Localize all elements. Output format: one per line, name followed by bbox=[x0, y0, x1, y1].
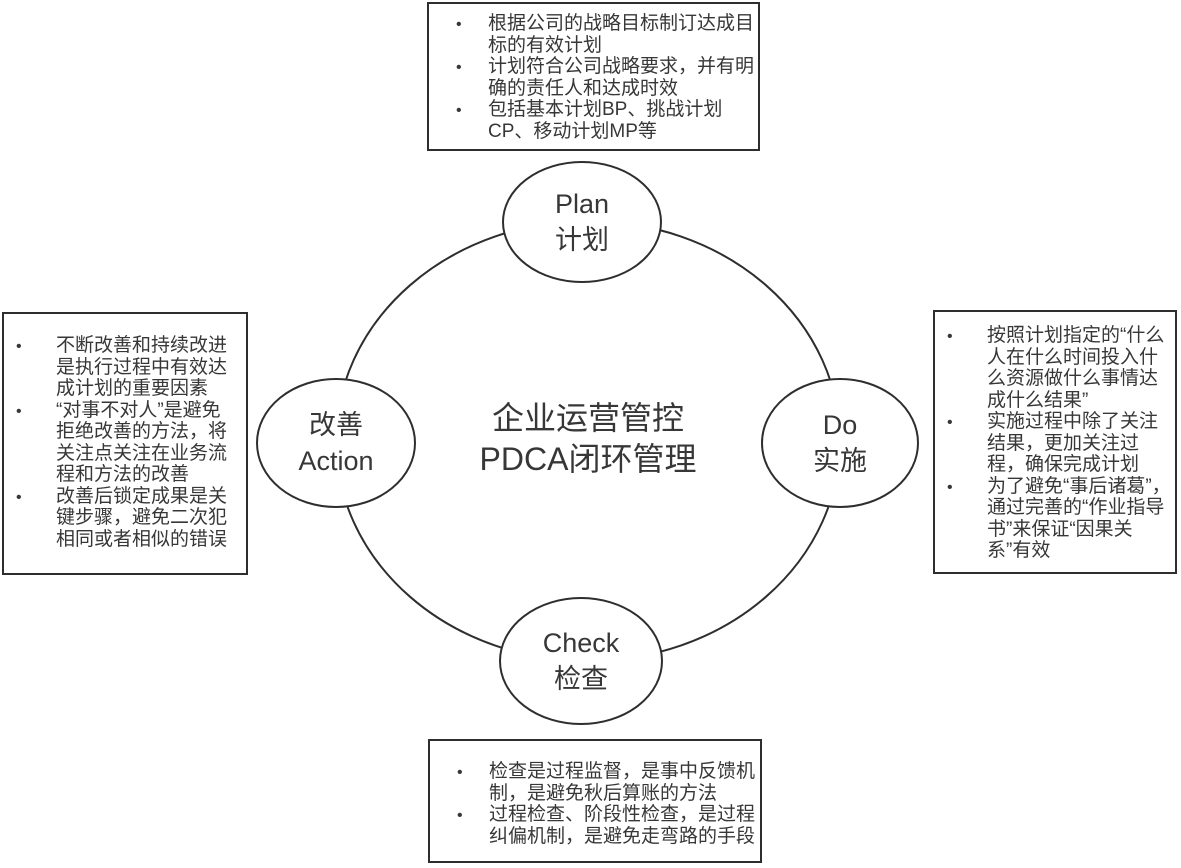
diagram-title-line2: PDCA闭环管理 bbox=[479, 441, 697, 477]
plan-en: Plan bbox=[554, 189, 610, 219]
action-note-item: 不断改善和持续改进是执行过程中有效达成计划的重要因素 bbox=[4, 335, 233, 400]
action-zh: 改善 bbox=[309, 410, 363, 440]
do-zh: 实施 bbox=[813, 446, 867, 476]
plan-zh: 计划 bbox=[555, 225, 609, 255]
action-note-item: “对事不对人”是避免拒绝改善的方法，将关注点关注在业务流程和方法的改善 bbox=[4, 400, 233, 486]
do-notes-list: 按照计划指定的“什么人在什么时间投入什么资源做什么事情达成什么结果” 实施过程中… bbox=[935, 312, 1175, 562]
check-en: Check bbox=[542, 628, 620, 658]
check-circle bbox=[499, 597, 663, 725]
action-circle bbox=[256, 378, 416, 508]
node-action-label: 改善 Action bbox=[257, 379, 415, 507]
action-notes-box: 不断改善和持续改进是执行过程中有效达成计划的重要因素 “对事不对人”是避免拒绝改… bbox=[2, 312, 248, 575]
plan-notes-list: 根据公司的战略目标制订达成目标的有效计划 计划符合公司战略要求，并有明确的责任人… bbox=[429, 4, 758, 142]
plan-circle bbox=[502, 161, 662, 283]
check-note-item: 过程检查、阶段性检查，是过程纠偏机制，是避免走弯路的手段 bbox=[430, 804, 758, 847]
plan-note-item: 计划符合公司战略要求，并有明确的责任人和达成时效 bbox=[429, 56, 756, 99]
node-check-label: Check 检查 bbox=[500, 598, 662, 724]
do-notes-box: 按照计划指定的“什么人在什么时间投入什么资源做什么事情达成什么结果” 实施过程中… bbox=[933, 310, 1177, 574]
do-note-item: 为了避免“事后诸葛”，通过完善的“作业指导书”来保证“因果关系”有效 bbox=[935, 476, 1173, 562]
action-en: Action bbox=[298, 446, 374, 476]
check-zh: 检查 bbox=[554, 664, 608, 694]
check-notes-box: 检查是过程监督，是事中反馈机制，是避免秋后算账的方法 过程检查、阶段性检查，是过… bbox=[428, 739, 762, 863]
action-note-item: 改善后锁定成果是关键步骤，避免二次犯相同或者相似的错误 bbox=[4, 486, 233, 551]
check-note-item: 检查是过程监督，是事中反馈机制，是避免秋后算账的方法 bbox=[430, 761, 758, 804]
do-note-item: 按照计划指定的“什么人在什么时间投入什么资源做什么事情达成什么结果” bbox=[935, 325, 1173, 411]
plan-note-item: 根据公司的战略目标制订达成目标的有效计划 bbox=[429, 13, 756, 56]
node-plan-label: Plan 计划 bbox=[503, 162, 661, 282]
do-circle bbox=[761, 378, 919, 508]
do-note-item: 实施过程中除了关注结果，更加关注过程，确保完成计划 bbox=[935, 411, 1173, 476]
node-do-label: Do 实施 bbox=[762, 379, 918, 507]
diagram-title: 企业运营管控 PDCA闭环管理 bbox=[388, 398, 788, 480]
do-en: Do bbox=[822, 410, 858, 440]
check-notes-list: 检查是过程监督，是事中反馈机制，是避免秋后算账的方法 过程检查、阶段性检查，是过… bbox=[430, 741, 760, 847]
diagram-title-line1: 企业运营管控 bbox=[491, 400, 684, 436]
plan-note-item: 包括基本计划BP、挑战计划CP、移动计划MP等 bbox=[429, 99, 756, 142]
plan-notes-box: 根据公司的战略目标制订达成目标的有效计划 计划符合公司战略要求，并有明确的责任人… bbox=[427, 2, 760, 151]
action-notes-list: 不断改善和持续改进是执行过程中有效达成计划的重要因素 “对事不对人”是避免拒绝改… bbox=[4, 314, 246, 550]
